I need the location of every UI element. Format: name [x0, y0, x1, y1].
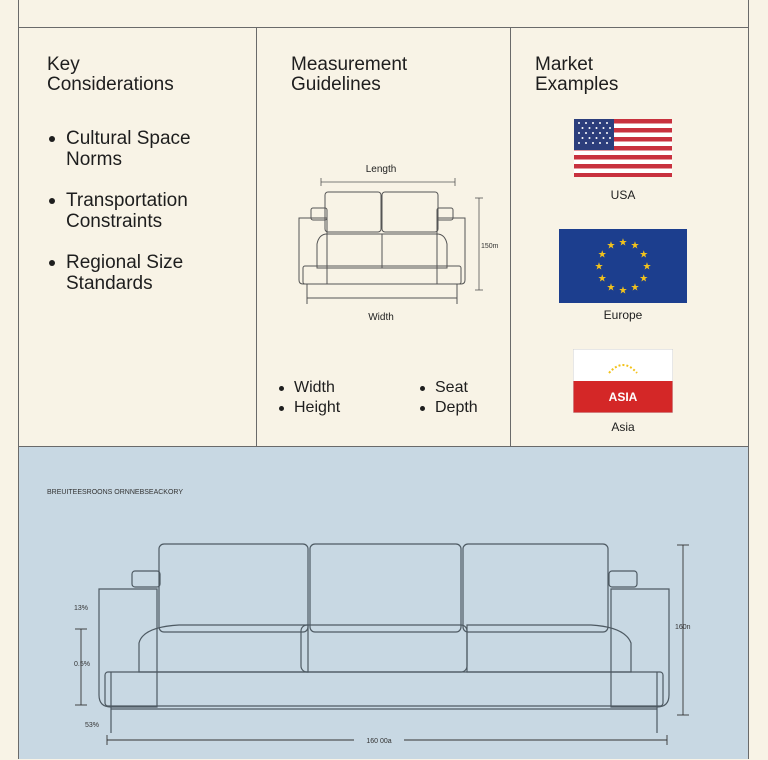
eu-star-icon: ★	[631, 241, 640, 252]
title-line: Examples	[535, 74, 619, 95]
eu-flag-icon: ★★★★★★★★★★★★	[559, 229, 687, 303]
left-label-mid: 0.5%	[74, 661, 90, 668]
sofa-measurement-diagram: Length 150m Width	[298, 164, 499, 323]
height-label: 150m	[481, 243, 499, 250]
title-line: Considerations	[47, 74, 174, 95]
usa-label: USA	[610, 188, 636, 202]
key-considerations-title: Key Considerations	[47, 55, 174, 95]
loveseat-icon	[298, 191, 466, 304]
top-frame	[18, 0, 749, 28]
width-label: Width	[368, 312, 394, 323]
left-label-top: 13%	[74, 605, 88, 612]
height-label: 160n	[675, 624, 691, 631]
eu-star-icon: ★	[643, 262, 652, 273]
list-item: Width	[279, 378, 340, 398]
eu-star-icon: ★	[619, 286, 628, 297]
measurement-list-right: Seat Depth	[420, 378, 478, 418]
three-seat-sofa-icon	[98, 543, 670, 733]
list-item: Height	[279, 398, 340, 418]
market-examples-panel: Market Examples USA ★★★★★★★★★★★★ Europe	[511, 28, 749, 446]
asia-banner-text: ASIA	[609, 390, 638, 404]
list-item: Seat	[420, 378, 478, 398]
eu-star-icon: ★	[598, 250, 607, 261]
diagram-caption: BREUITEESROONS ORNNEBSEACKORY	[47, 489, 183, 496]
eu-star-icon: ★	[639, 274, 648, 285]
europe-label: Europe	[603, 308, 643, 322]
eu-star-icon: ★	[607, 241, 616, 252]
length-label: Length	[366, 164, 397, 175]
left-label-bottom: 53%	[85, 722, 99, 729]
eu-star-icon: ★	[607, 282, 616, 293]
measurement-list-left: Width Height	[279, 378, 340, 418]
eu-star-icon: ★	[598, 274, 607, 285]
eu-star-icon: ★	[631, 282, 640, 293]
list-item: Depth	[420, 398, 478, 418]
asia-flag-icon: ASIA	[573, 349, 673, 413]
measurement-guidelines-panel: Measurement Guidelines Length 150m	[257, 28, 511, 446]
eu-star-icon: ★	[595, 262, 604, 273]
usa-flag-icon	[574, 119, 672, 177]
title-line: Key	[47, 54, 80, 75]
title-line: Market	[535, 54, 594, 75]
market-examples-title: Market Examples	[535, 55, 618, 95]
eu-star-icon: ★	[619, 238, 628, 249]
title-line: Measurement	[291, 54, 408, 75]
sofa-dimension-diagram: BREUITEESROONS ORNNEBSEACKORY	[47, 489, 691, 745]
measurement-guidelines-title: Measurement Guidelines	[291, 55, 407, 95]
width-label: 160 00a	[366, 738, 391, 745]
title-line: Guidelines	[291, 74, 381, 95]
sofa-dimensions-panel: BREUITEESROONS ORNNEBSEACKORY	[18, 446, 749, 759]
eu-star-icon: ★	[639, 250, 648, 261]
asia-label: Asia	[611, 420, 635, 434]
